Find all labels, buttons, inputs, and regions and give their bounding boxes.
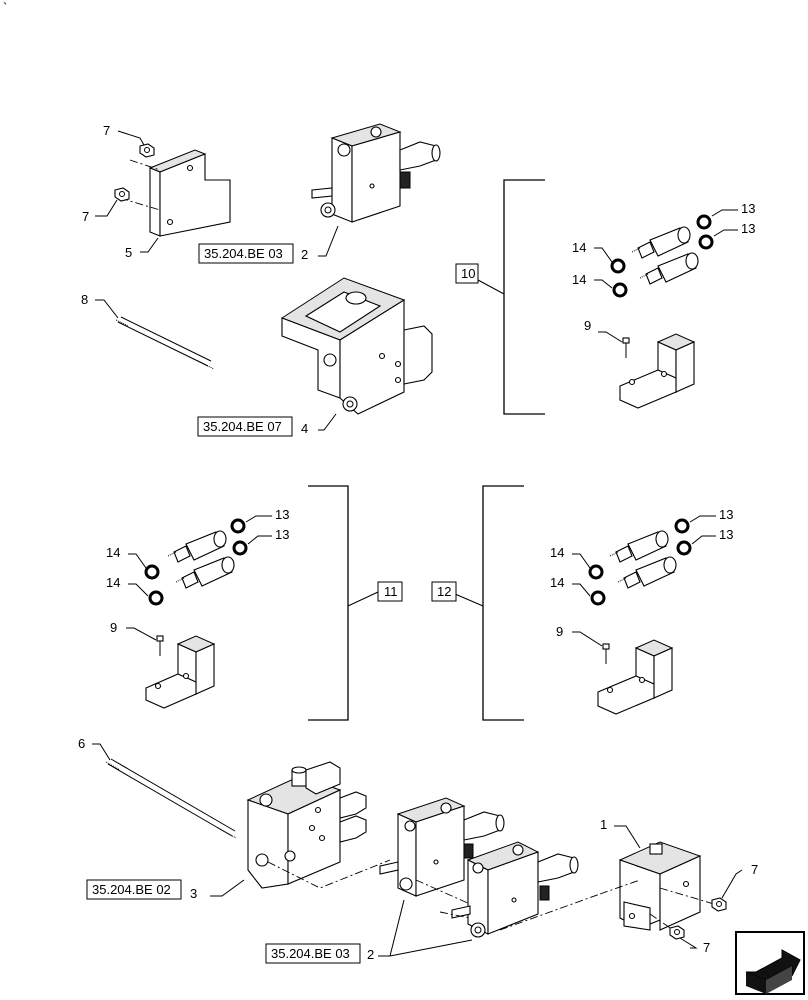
callout-7: 7 (82, 209, 89, 224)
tie-rod-part-6: 6 (78, 736, 237, 839)
o-ring-icon (230, 518, 246, 534)
callout-9: 9 (110, 620, 117, 635)
callout-13: 13 (275, 527, 289, 542)
callout-7: 7 (703, 940, 710, 955)
nut-icon (114, 187, 130, 202)
callout-7: 7 (103, 123, 110, 138)
callout-13: 13 (741, 201, 755, 216)
kit-label-11: 11 (384, 584, 398, 599)
callout-3: 3 (190, 886, 197, 901)
o-ring-icon (674, 518, 690, 534)
o-ring-icon (148, 590, 164, 606)
solenoid-cartridge-icon (639, 252, 699, 285)
reference-link[interactable]: 35.204.BE 02 (92, 882, 171, 897)
callout-2: 2 (301, 247, 308, 262)
mounting-plate-part-5: 7 7 5 (82, 123, 231, 260)
valve-section-part-2-bottom-a (379, 797, 505, 897)
kit-label-10: 10 (461, 266, 475, 281)
o-ring-icon (232, 540, 248, 556)
callout-13: 13 (719, 507, 733, 522)
callout-4: 4 (301, 421, 308, 436)
callout-14: 14 (572, 272, 586, 287)
inlet-body-part-4: 4 (280, 277, 433, 436)
end-bracket-icon (619, 333, 696, 409)
callout-9: 9 (556, 624, 563, 639)
next-page-arrow-icon[interactable] (735, 931, 805, 995)
nut-icon (139, 143, 155, 158)
kit-11-group: 11 13 13 14 14 9 (106, 485, 403, 721)
callout-14: 14 (550, 575, 564, 590)
solenoid-cartridge-icon (617, 556, 677, 589)
callout-13: 13 (275, 507, 289, 522)
solenoid-cartridge-icon (167, 530, 227, 563)
callout-8: 8 (81, 292, 88, 307)
solenoid-cartridge-icon (175, 556, 235, 589)
leader-line (389, 939, 473, 957)
reference-box[interactable] (265, 943, 361, 964)
reference-box[interactable] (86, 879, 182, 900)
o-ring-icon (144, 564, 160, 580)
callout-9: 9 (584, 318, 591, 333)
valve-section-part-2-top: 2 (301, 123, 441, 262)
corner-mark: ` (3, 0, 7, 15)
reference-link[interactable]: 35.204.BE 07 (203, 419, 282, 434)
nut-icon (669, 925, 685, 940)
o-ring-icon (676, 540, 692, 556)
nut-icon (711, 897, 727, 912)
o-ring-icon (590, 590, 606, 606)
callout-5: 5 (125, 245, 132, 260)
o-ring-icon (696, 214, 712, 230)
end-bracket-icon (145, 635, 216, 709)
callout-14: 14 (550, 545, 564, 560)
callout-2: 2 (367, 947, 374, 962)
reference-box[interactable] (198, 243, 294, 264)
callout-14: 14 (106, 545, 120, 560)
o-ring-icon (588, 564, 604, 580)
kit-12-group: 12 13 13 14 14 9 (431, 485, 733, 721)
reference-box[interactable] (197, 416, 293, 437)
o-ring-icon (610, 258, 626, 274)
reference-link[interactable]: 35.204.BE 03 (204, 246, 283, 261)
callout-14: 14 (106, 575, 120, 590)
tie-rod-part-8: 8 (81, 292, 215, 370)
solenoid-cartridge-icon (609, 530, 669, 563)
callout-14: 14 (572, 240, 586, 255)
callout-13: 13 (719, 527, 733, 542)
outlet-cover-part-1: 1 7 7 (599, 817, 758, 955)
kit-10-group: 10 13 13 14 14 9 (455, 179, 755, 415)
o-ring-icon (612, 282, 628, 298)
valve-section-part-2-bottom-b (415, 841, 601, 938)
callout-13: 13 (741, 221, 755, 236)
inlet-section-part-3: 3 (190, 761, 391, 901)
callout-7: 7 (751, 862, 758, 877)
reference-link[interactable]: 35.204.BE 03 (271, 946, 350, 961)
solenoid-cartridge-icon (631, 226, 691, 259)
leader-line (378, 899, 405, 957)
end-bracket-icon (597, 639, 674, 715)
callout-6: 6 (78, 736, 85, 751)
kit-label-12: 12 (437, 584, 451, 599)
callout-1: 1 (600, 817, 607, 832)
o-ring-icon (698, 234, 714, 250)
